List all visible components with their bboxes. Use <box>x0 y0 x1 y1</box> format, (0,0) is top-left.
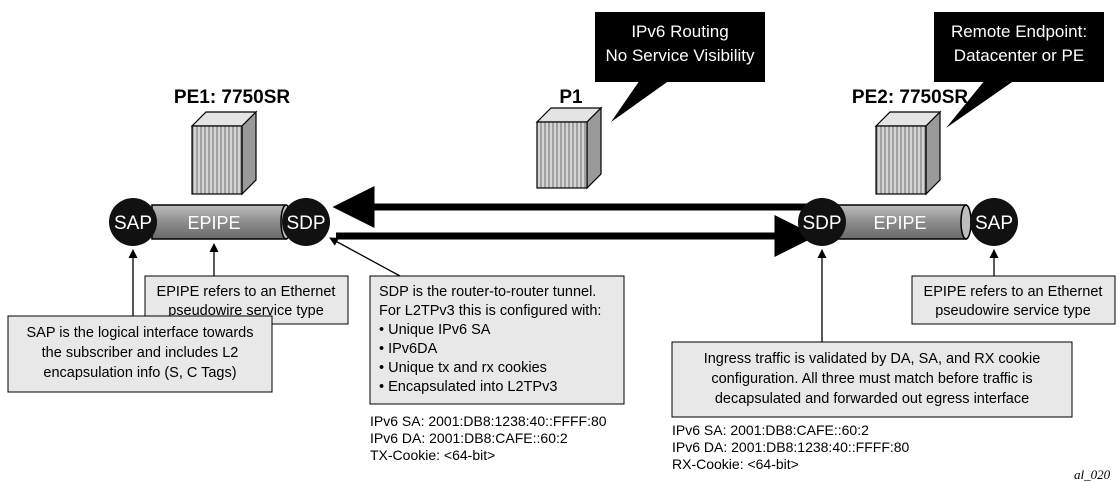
addresses-right: IPv6 SA: 2001:DB8:CAFE::60:2 IPv6 DA: 20… <box>672 422 910 472</box>
addresses-left: IPv6 SA: 2001:DB8:1238:40::FFFF:80 IPv6 … <box>370 413 607 463</box>
p1-title: P1 <box>559 87 583 108</box>
note-epipe-right: EPIPE refers to an Ethernet pseudowire s… <box>911 275 1116 325</box>
epipe-right: EPIPE <box>835 204 972 240</box>
remote-callout-line-1: Remote Endpoint: <box>951 22 1087 41</box>
sap-right-label: SAP <box>975 213 1013 234</box>
note-ingress-line-1: Ingress traffic is validated by DA, SA, … <box>704 351 1041 367</box>
p1-callout-line-1: IPv6 Routing <box>631 22 728 41</box>
note-epipe-left-line-1: EPIPE refers to an Ethernet <box>157 284 336 300</box>
router-pe1-icon <box>190 110 258 196</box>
note-ingress-line-2: configuration. All three must match befo… <box>711 371 1032 387</box>
sap-right-node: SAP <box>970 198 1018 246</box>
address-left-line-2: IPv6 DA: 2001:DB8:CAFE::60:2 <box>370 430 568 446</box>
sdp-left-label: SDP <box>286 213 325 234</box>
note-sdp: SDP is the router-to-router tunnel. For … <box>369 275 625 405</box>
sdp-right-node: SDP <box>798 198 846 246</box>
note-sap: SAP is the logical interface towards the… <box>7 315 273 393</box>
figure-id: al_020 <box>1074 467 1111 482</box>
address-right-line-3: RX-Cookie: <64-bit> <box>672 456 799 472</box>
sdp-left-node: SDP <box>282 198 330 246</box>
pe1-title: PE1: 7750SR <box>174 87 290 108</box>
note-epipe-right-line-1: EPIPE refers to an Ethernet <box>924 284 1103 300</box>
address-left-line-3: TX-Cookie: <64-bit> <box>370 447 495 463</box>
epipe-left: EPIPE <box>151 204 292 240</box>
note-sap-line-3: encapsulation info (S, C Tags) <box>43 365 236 381</box>
note-sap-line-1: SAP is the logical interface towards <box>26 325 253 341</box>
p1-callout-line-2: No Service Visibility <box>606 46 755 65</box>
note-sdp-line-1: SDP is the router-to-router tunnel. <box>379 284 596 300</box>
address-left-line-1: IPv6 SA: 2001:DB8:1238:40::FFFF:80 <box>370 413 607 429</box>
pe2-title: PE2: 7750SR <box>852 87 968 108</box>
sap-left-label: SAP <box>114 213 152 234</box>
note-sdp-line-4: • IPv6DA <box>379 341 438 357</box>
note-sdp-line-6: • Encapsulated into L2TPv3 <box>379 379 557 395</box>
note-epipe-right-line-2: pseudowire service type <box>935 303 1091 319</box>
address-right-line-1: IPv6 SA: 2001:DB8:CAFE::60:2 <box>672 422 869 438</box>
router-p1-icon <box>535 106 603 190</box>
remote-callout-line-2: Datacenter or PE <box>954 46 1084 65</box>
epipe-right-label: EPIPE <box>873 213 926 233</box>
remote-endpoint-callout: Remote Endpoint: Datacenter or PE <box>934 12 1104 128</box>
note-ingress-line-3: decapsulated and forwarded out egress in… <box>715 391 1029 407</box>
p1-callout: IPv6 Routing No Service Visibility <box>595 12 765 122</box>
note-sap-line-2: the subscriber and includes L2 <box>42 345 239 361</box>
sap-left-node: SAP <box>109 198 157 246</box>
note-sdp-line-2: For L2TPv3 this is configured with: <box>379 303 601 319</box>
epipe-left-label: EPIPE <box>187 213 240 233</box>
note-sdp-line-3: • Unique IPv6 SA <box>379 322 491 338</box>
pointer-sdp-left <box>329 237 401 277</box>
note-sdp-line-5: • Unique tx and rx cookies <box>379 360 547 376</box>
note-ingress: Ingress traffic is validated by DA, SA, … <box>671 341 1073 418</box>
router-pe2-icon <box>874 110 942 196</box>
sdp-right-label: SDP <box>802 213 841 234</box>
note-epipe-left-line-2: pseudowire service type <box>168 303 324 319</box>
address-right-line-2: IPv6 DA: 2001:DB8:1238:40::FFFF:80 <box>672 439 910 455</box>
